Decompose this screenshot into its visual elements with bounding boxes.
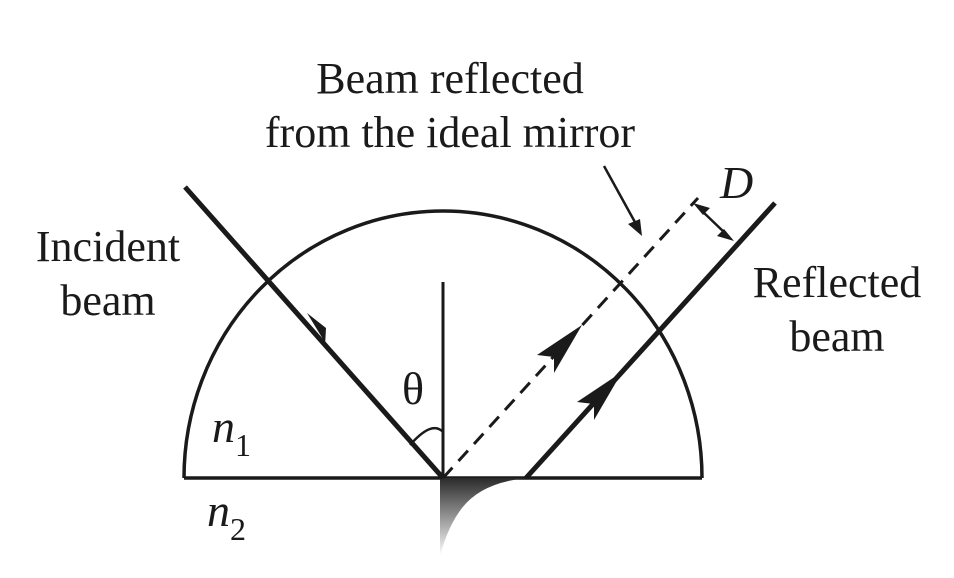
- ideal-beam-label: Beam reflected from the ideal mirror: [200, 52, 700, 160]
- pointer-arrowhead: [628, 219, 642, 236]
- medium-n2-symbol: n: [207, 485, 230, 536]
- semicircle-prism: [182, 209, 704, 479]
- angle-label: θ: [402, 363, 425, 414]
- incident-beam-label: Incident beam: [10, 220, 206, 328]
- medium-n1-subscript: 1: [235, 427, 251, 463]
- reflected-beam-label: Reflected beam: [724, 256, 950, 364]
- shift-arrowhead-bottom: [717, 229, 734, 241]
- incident-beam: [183, 185, 445, 480]
- reflected-beam: [524, 201, 777, 480]
- ideal-reflected-arrow: [537, 325, 582, 373]
- reflected-arrow: [577, 372, 622, 420]
- reflected-beam-label-line1: Reflected: [752, 258, 922, 307]
- shift-measure-line: [700, 209, 727, 235]
- incident-arrow: [307, 313, 337, 362]
- shift-arrowhead-top: [693, 203, 710, 215]
- ideal-beam-label-line2: from the ideal mirror: [264, 108, 636, 157]
- medium-n2-subscript: 2: [230, 511, 246, 547]
- pointer-line: [602, 165, 638, 225]
- incident-beam-label-line1: Incident: [35, 222, 181, 271]
- ideal-beam-label-line1: Beam reflected: [316, 54, 584, 103]
- medium-n1-label: n1: [212, 400, 251, 463]
- evanescent-region: [440, 478, 528, 556]
- incident-beam-label-line2: beam: [60, 276, 156, 325]
- angle-arc: [409, 426, 444, 446]
- shift-label: D: [720, 157, 754, 208]
- reflected-beam-label-line2: beam: [789, 312, 885, 361]
- medium-n2-label: n2: [207, 484, 246, 547]
- medium-n1-symbol: n: [212, 401, 235, 452]
